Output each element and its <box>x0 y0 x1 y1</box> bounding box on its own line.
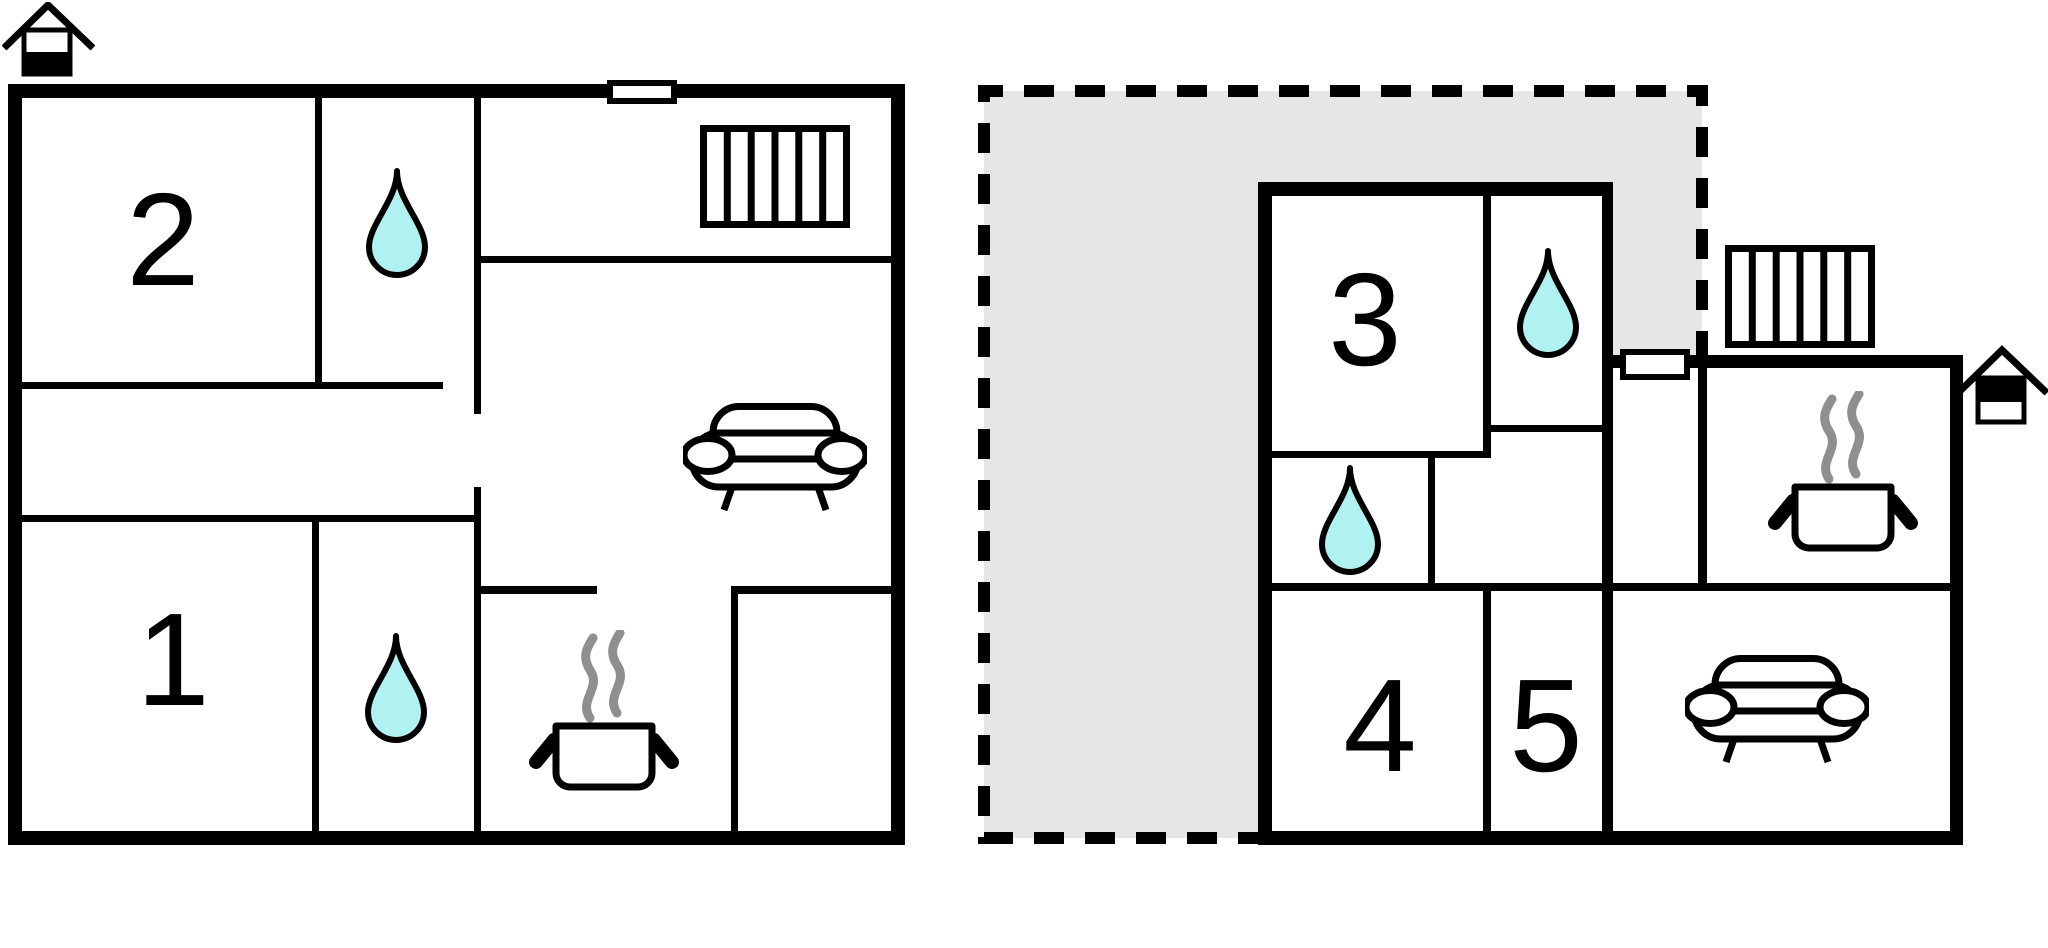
wall-central-lower <box>474 487 481 831</box>
room-label-5: 5 <box>1509 652 1583 799</box>
wall-room2-bath <box>315 98 322 386</box>
wall-outer-top <box>8 84 905 98</box>
house-icon <box>2 2 95 77</box>
house-icon <box>1956 345 2048 425</box>
wall-room3-bath <box>1483 196 1491 458</box>
plan-ground-floor: 2 1 <box>0 0 948 948</box>
room-label-3: 3 <box>1328 246 1402 393</box>
wall-outer-top <box>1258 182 1613 196</box>
wall-bath3-bottom <box>1483 425 1602 432</box>
wall-kitchen-entry <box>731 594 738 831</box>
terrace-area <box>984 91 1702 838</box>
door-marker <box>607 80 677 104</box>
sofa-icon <box>1685 655 1869 765</box>
water-drop-icon <box>1315 465 1385 580</box>
wall-mid-horizontal <box>1272 583 1950 591</box>
wall-room4-room5 <box>1483 591 1491 831</box>
water-drop-icon <box>1513 248 1583 363</box>
stairs-icon <box>1725 245 1875 348</box>
wall-outer-right <box>891 84 905 845</box>
wall-outer-bottom <box>1258 831 1963 845</box>
door-marker <box>1620 349 1690 380</box>
wall-central-upper <box>474 98 481 414</box>
wall-room3-bottom <box>1272 451 1490 458</box>
wall-east-spine <box>1602 182 1613 845</box>
wall-outer-left <box>8 84 22 845</box>
room-label-4: 4 <box>1343 652 1417 799</box>
wall-kitchen-top <box>481 586 597 594</box>
wall-entry-top <box>731 586 891 594</box>
room-label-2: 2 <box>126 166 200 313</box>
wall-bath4-right <box>1428 451 1435 591</box>
wall-room1-bath <box>312 522 319 831</box>
room-label-1: 1 <box>136 586 210 733</box>
wall-corridor-bottom <box>22 515 474 522</box>
wall-stairsroom-bottom <box>481 256 891 263</box>
wall-outer-right <box>1950 355 1963 845</box>
wall-corridor-top <box>22 382 443 389</box>
wall-corridor-right <box>1698 368 1707 591</box>
wall-outer-left <box>1258 182 1272 845</box>
wall-outer-bottom <box>8 831 905 845</box>
terrace-dashed-border <box>978 85 1708 844</box>
cooking-pot-icon <box>1767 391 1919 556</box>
wall-kitchen-top <box>1602 355 1963 368</box>
